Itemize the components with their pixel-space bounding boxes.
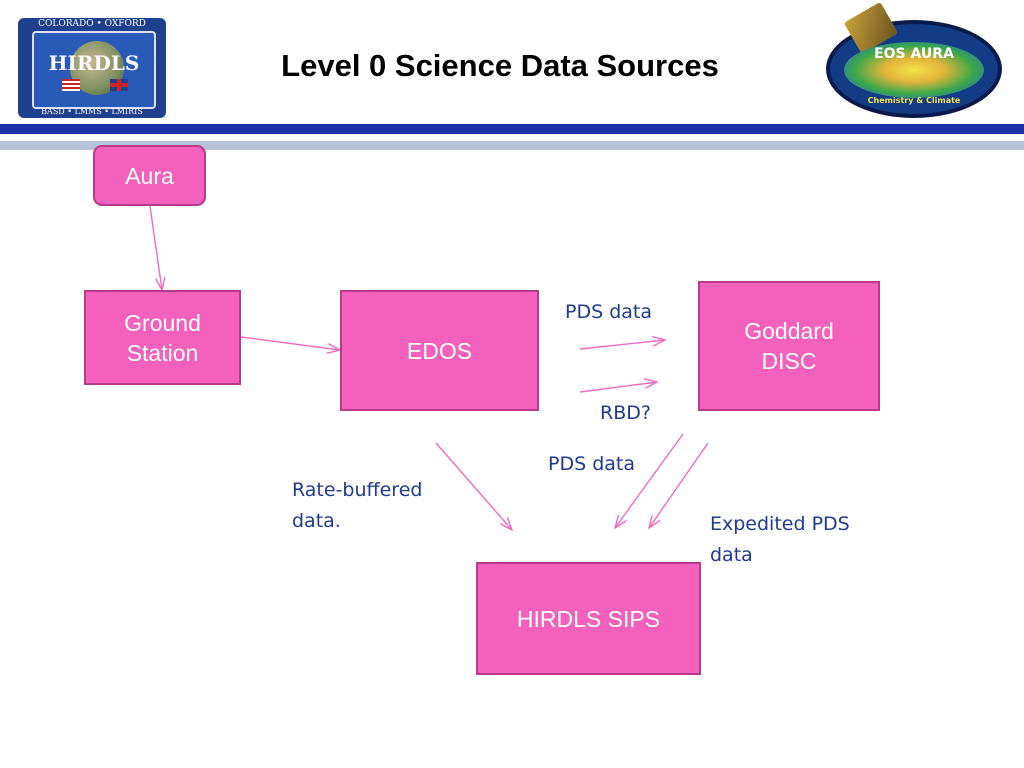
node-edos: EDOS: [340, 290, 539, 411]
arrow-edos-to-sips: [435, 442, 512, 530]
eos-aura-logo: EOS AURA Chemistry & Climate: [826, 1, 1002, 118]
arrow-edos-to-goddard-rbd: [579, 382, 657, 393]
eos-aura-logo-name: EOS AURA: [874, 46, 954, 62]
node-hirdls-sips: HIRDLS SIPS: [476, 562, 701, 675]
hirdls-logo-name: HIRDLS: [48, 51, 140, 75]
node-hirdls-sips-label: HIRDLS SIPS: [516, 605, 661, 632]
label-pds-data-top: PDS data: [565, 301, 652, 323]
node-ground-station-label: Ground Station: [124, 309, 201, 366]
arrow-aura-to-ground: [149, 205, 162, 290]
header-divider-dark: [0, 124, 1024, 134]
world-map-icon: [844, 42, 984, 98]
node-aura-label: Aura: [125, 162, 174, 189]
node-ground-station: Ground Station: [84, 290, 241, 385]
label-rate-buffered: Rate-buffered data.: [292, 479, 423, 532]
hirdls-logo-top-text: COLORADO • OXFORD: [38, 19, 146, 29]
arrow-edos-to-goddard-pds: [579, 340, 665, 350]
label-rbd: RBD?: [600, 402, 651, 424]
eos-aura-logo-subtitle: Chemistry & Climate: [867, 96, 961, 105]
node-goddard-disc: Goddard DISC: [698, 281, 880, 411]
arrow-goddard-to-sips-pds: [615, 433, 684, 528]
hirdls-logo-bottom-text: BASD • LMMS • LMIRIS: [41, 107, 143, 116]
node-goddard-disc-label: Goddard DISC: [744, 318, 834, 374]
node-aura: Aura: [93, 145, 206, 206]
label-expedited-pds: Expedited PDS data: [710, 513, 850, 566]
us-flag-icon: [62, 79, 80, 91]
hirdls-logo: COLORADO • OXFORD HIRDLS BASD • LMMS • L…: [18, 18, 166, 118]
node-edos-label: EDOS: [406, 337, 473, 364]
header-divider-light: [0, 141, 1024, 150]
arrow-goddard-to-sips-expedited: [649, 442, 709, 528]
label-pds-data-mid: PDS data: [548, 453, 635, 475]
slide-title: Level 0 Science Data Sources: [281, 48, 719, 83]
uk-flag-icon: [110, 79, 128, 91]
arrow-ground-to-edos: [240, 336, 340, 350]
